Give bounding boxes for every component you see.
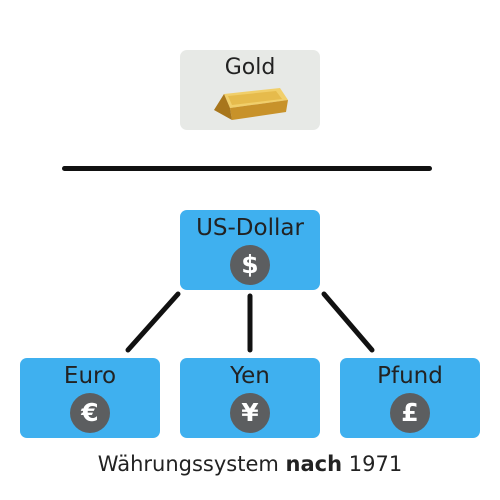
usd-box: US-Dollar $ <box>180 210 320 290</box>
caption: Währungssystem nach 1971 <box>0 452 500 476</box>
yen-coin-icon: ¥ <box>230 393 270 433</box>
yen-label: Yen <box>230 363 270 389</box>
connector-usd-gbp <box>321 291 375 353</box>
yen-box: Yen ¥ <box>180 358 320 438</box>
caption-suffix: 1971 <box>348 452 403 476</box>
euro-box: Euro € <box>20 358 160 438</box>
connector-usd-eur <box>125 291 181 353</box>
caption-bold: nach <box>285 452 343 476</box>
euro-label: Euro <box>63 363 117 389</box>
pound-box: Pfund £ <box>340 358 480 438</box>
gold-box: Gold <box>180 50 320 130</box>
pound-coin-icon: £ <box>390 393 430 433</box>
divider-line <box>62 166 432 171</box>
usd-label: US-Dollar <box>196 215 304 241</box>
dollar-coin-icon: $ <box>230 245 270 285</box>
pound-label: Pfund <box>377 363 443 389</box>
caption-prefix: Währungssystem <box>97 452 279 476</box>
euro-coin-icon: € <box>70 393 110 433</box>
gold-label: Gold <box>224 55 276 80</box>
gold-bar-icon <box>214 88 288 120</box>
